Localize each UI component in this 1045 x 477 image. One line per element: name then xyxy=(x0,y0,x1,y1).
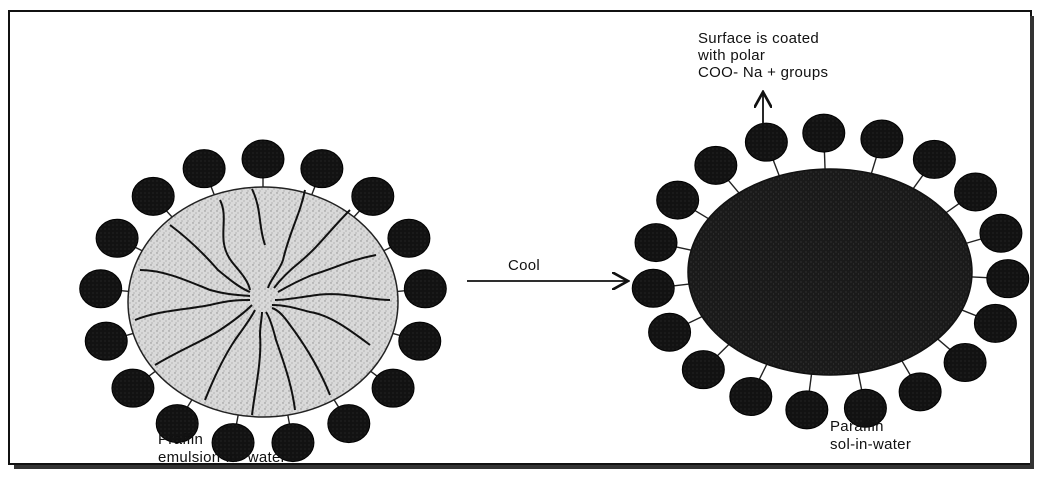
polar-head xyxy=(899,373,941,411)
polar-head xyxy=(955,173,997,211)
sol-core xyxy=(688,169,972,375)
sol-label-line-2: sol-in-water xyxy=(830,437,911,452)
polar-head xyxy=(987,260,1029,298)
polar-head xyxy=(399,322,441,360)
polar-head xyxy=(695,146,737,184)
polar-head xyxy=(132,177,174,215)
annotation-line-2: with polar xyxy=(698,48,765,63)
polar-head xyxy=(803,114,845,152)
polar-head xyxy=(944,344,986,382)
polar-head xyxy=(183,150,225,188)
polar-head xyxy=(112,369,154,407)
polar-head xyxy=(328,405,370,443)
sol-particle xyxy=(632,114,1029,429)
polar-head xyxy=(404,270,446,308)
polar-head xyxy=(980,214,1022,252)
polar-head xyxy=(372,369,414,407)
annotation-line-3: COO- Na + groups xyxy=(698,65,828,80)
polar-head xyxy=(388,219,430,257)
polar-head xyxy=(85,322,127,360)
polar-head xyxy=(632,269,674,307)
polar-head xyxy=(974,304,1016,342)
polar-head xyxy=(657,181,699,219)
annotation-line-1: Surface is coated xyxy=(698,31,819,46)
cool-label: Cool xyxy=(508,258,540,273)
polar-head xyxy=(80,270,122,308)
polar-head xyxy=(635,224,677,262)
polar-head xyxy=(649,313,691,351)
emulsion-core xyxy=(128,187,398,417)
emulsion-droplet xyxy=(80,140,447,462)
emulsion-label-line-1: Praffin xyxy=(158,432,203,447)
polar-head xyxy=(786,391,828,429)
sol-label-line-1: Paraffin xyxy=(830,419,884,434)
polar-head xyxy=(745,123,787,161)
polar-head xyxy=(301,150,343,188)
polar-head xyxy=(682,351,724,389)
polar-head xyxy=(730,377,772,415)
emulsion-label-line-2: emulsion-in- water xyxy=(158,450,286,465)
polar-head xyxy=(861,120,903,158)
polar-head xyxy=(242,140,284,178)
polar-head xyxy=(913,140,955,178)
polar-head xyxy=(96,219,138,257)
polar-head xyxy=(352,177,394,215)
